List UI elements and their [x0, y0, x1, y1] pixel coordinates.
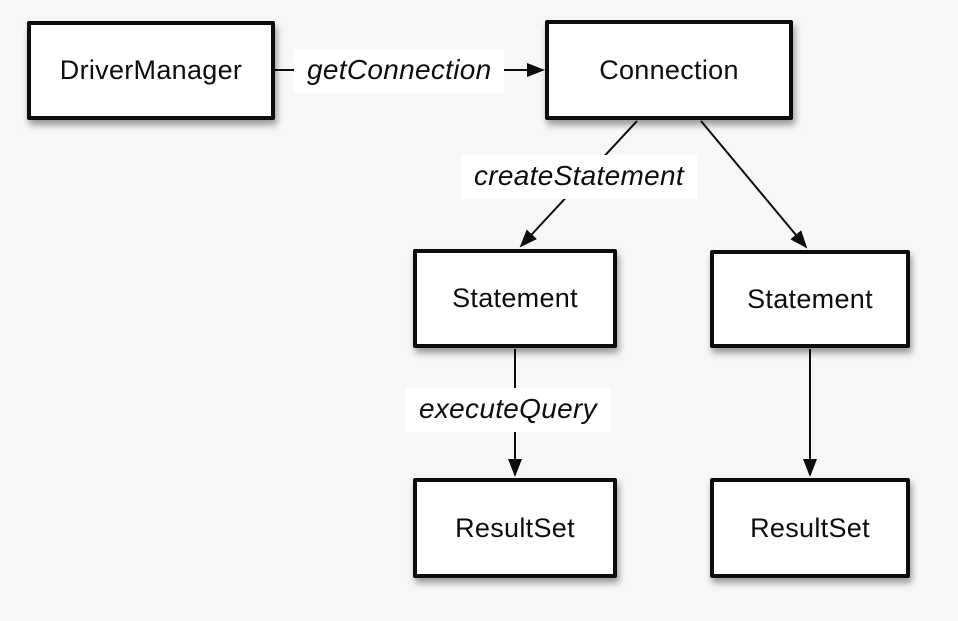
node-connection-label: Connection	[599, 54, 739, 85]
node-resultset-left-label: ResultSet	[455, 512, 575, 543]
node-statement-left-label: Statement	[452, 283, 578, 313]
edge-connection-to-statement-right-line	[700, 120, 808, 249]
node-resultset-left: ResultSet	[413, 478, 617, 578]
edge-label-executequery: executeQuery	[406, 388, 610, 432]
node-driver-manager-label: DriverManager	[59, 55, 243, 85]
node-statement-right: Statement	[710, 250, 910, 348]
node-resultset-right: ResultSet	[710, 478, 910, 578]
node-statement-right-label: Statement	[747, 283, 873, 314]
edge-label-createstatement: createStatement	[461, 155, 697, 199]
node-statement-left: Statement	[413, 249, 617, 348]
edge-label-getconnection: getConnection	[294, 49, 505, 93]
node-resultset-right-label: ResultSet	[750, 512, 870, 543]
node-driver-manager: DriverManager	[27, 21, 275, 120]
node-connection: Connection	[545, 20, 793, 120]
